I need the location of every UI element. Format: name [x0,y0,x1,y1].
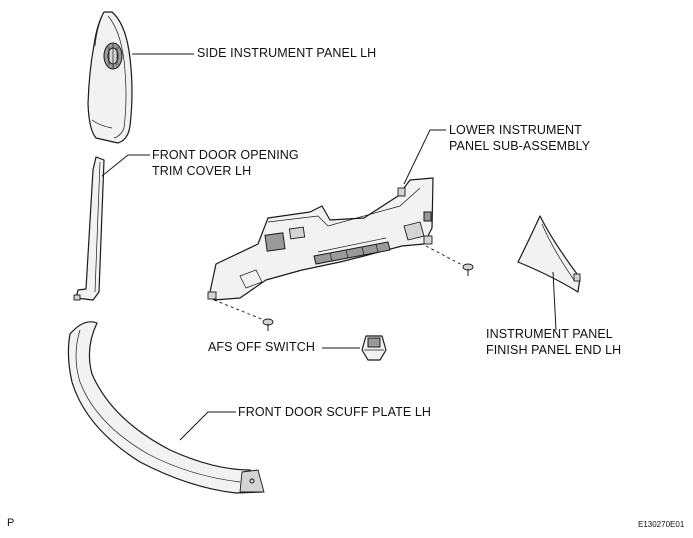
leader-instrument-panel-finish [552,271,557,331]
figure-code: E130270E01 [638,520,685,529]
label-front-door-opening-trim-cover-line2: TRIM COVER LH [152,164,252,178]
front-door-opening-trim-cover-part [73,156,105,301]
leader-front-door-scuff-plate [179,411,236,441]
label-side-instrument-panel: SIDE INSTRUMENT PANEL LH [197,46,377,60]
label-lower-instrument-panel-line1: LOWER INSTRUMENT [449,123,582,137]
label-afs-off-switch: AFS OFF SWITCH [208,340,315,354]
label-instrument-panel-finish-line2: FINISH PANEL END LH [486,343,622,357]
screw-left [262,318,274,331]
instrument-panel-finish-panel-end-part [517,215,581,293]
leader-front-door-opening-trim-cover [101,154,150,177]
screw-right [462,263,474,276]
side-instrument-panel-part [87,11,133,144]
lower-instrument-panel-part [207,177,434,301]
screw-line-right [425,245,465,267]
label-front-door-opening-trim-cover-line1: FRONT DOOR OPENING [152,148,299,162]
front-door-scuff-plate-part [67,321,265,494]
label-lower-instrument-panel-line2: PANEL SUB-ASSEMBLY [449,139,591,153]
corner-mark-left: P [7,517,15,529]
label-front-door-scuff-plate: FRONT DOOR SCUFF PLATE LH [238,405,432,419]
leader-lower-instrument-panel [403,129,446,185]
afs-off-switch-part [361,335,387,361]
screw-line-left [213,299,265,321]
label-instrument-panel-finish-line1: INSTRUMENT PANEL [486,327,613,341]
